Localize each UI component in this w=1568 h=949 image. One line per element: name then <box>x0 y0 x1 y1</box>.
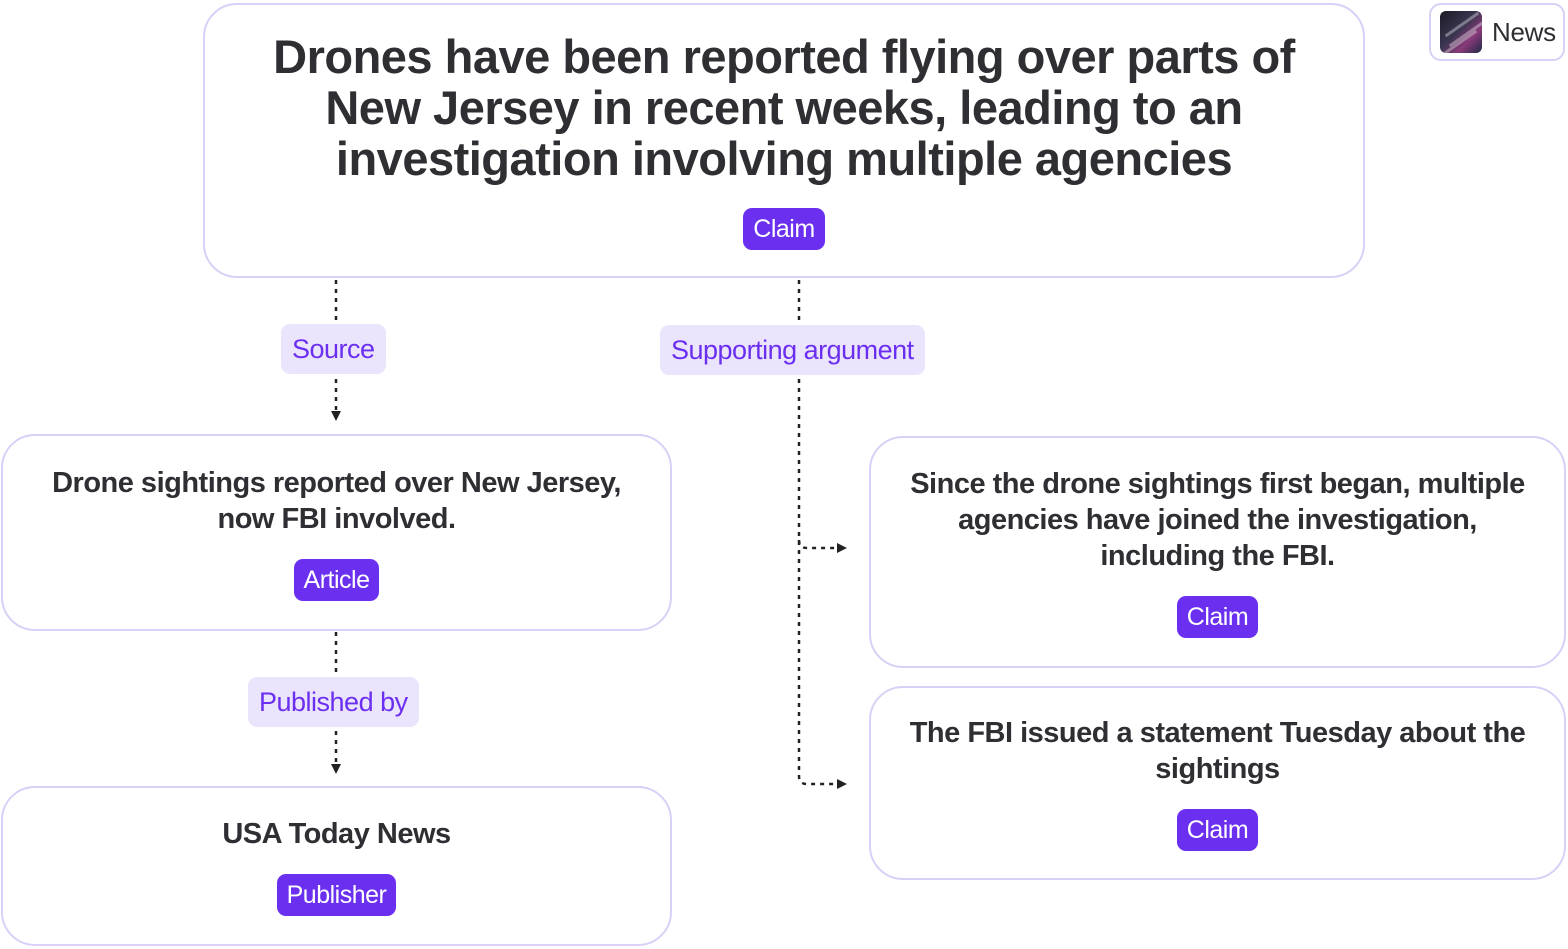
claim-fbi-text: The FBI issued a statement Tuesday about… <box>909 717 1526 785</box>
main-claim-text: Drones have been reported flying over pa… <box>273 30 1295 185</box>
claim-fbi-type-pill: Claim <box>1176 809 1259 851</box>
article-type-pill: Article <box>293 558 380 601</box>
edge-label-published-by: Published by <box>248 677 419 727</box>
publisher-node[interactable]: USA Today News Publisher <box>1 786 672 946</box>
claim-agencies-node[interactable]: Since the drone sightings first began, m… <box>869 436 1566 668</box>
main-claim-type-pill: Claim <box>743 208 825 250</box>
claim-agencies-text: Since the drone sightings first began, m… <box>910 468 1525 572</box>
news-badge[interactable]: News <box>1429 3 1565 61</box>
edge-label-supporting-argument: Supporting argument <box>660 325 925 375</box>
news-thumbnail-icon <box>1440 11 1482 53</box>
claim-fbi-node[interactable]: The FBI issued a statement Tuesday about… <box>869 686 1566 880</box>
publisher-type-pill: Publisher <box>276 874 397 916</box>
claim-agencies-type-pill: Claim <box>1176 596 1259 638</box>
article-text: Drone sightings reported over New Jersey… <box>52 466 621 535</box>
main-claim-node[interactable]: Drones have been reported flying over pa… <box>203 3 1365 278</box>
edge-supporting-branch <box>797 539 847 553</box>
publisher-text: USA Today News <box>222 818 451 850</box>
news-badge-label: News <box>1492 16 1556 47</box>
edge-label-source: Source <box>281 324 386 374</box>
article-node[interactable]: Drone sightings reported over New Jersey… <box>1 434 672 631</box>
